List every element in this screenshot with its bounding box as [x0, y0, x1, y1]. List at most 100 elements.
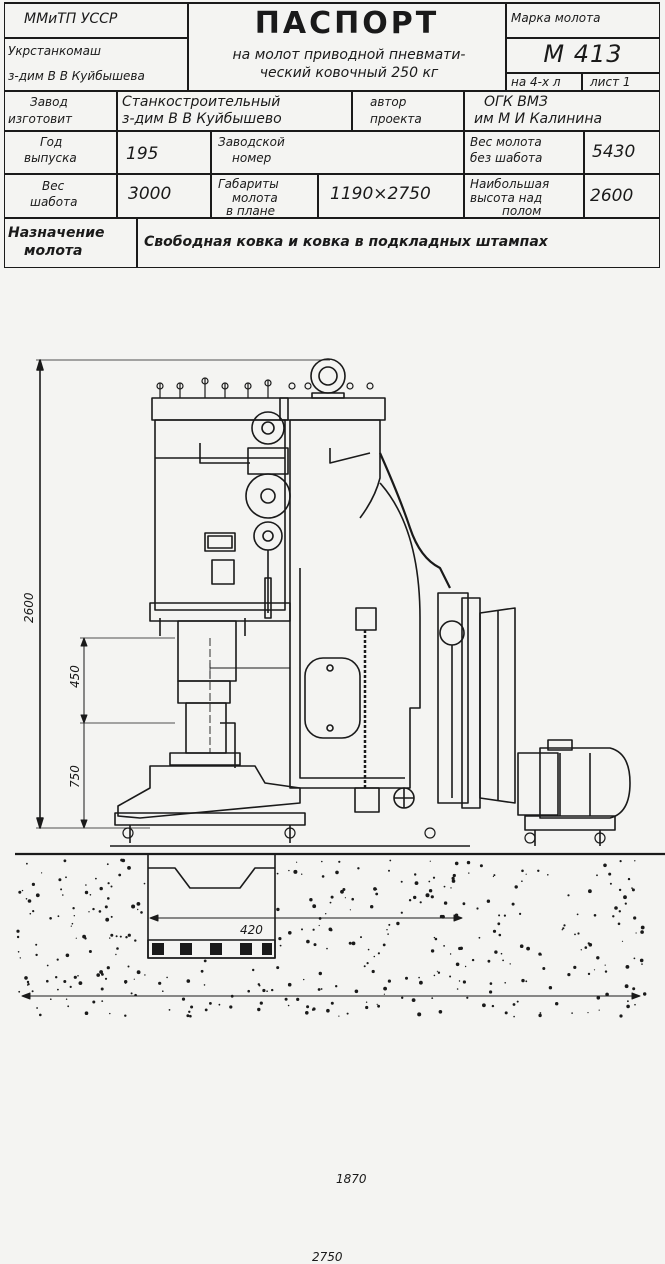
- concrete-speck: [189, 1014, 192, 1018]
- concrete-speck: [338, 1015, 340, 1017]
- control-valves: [199, 411, 371, 619]
- concrete-speck: [438, 1010, 443, 1014]
- concrete-speck: [449, 975, 452, 978]
- concrete-speck: [287, 1004, 290, 1007]
- concrete-speck: [344, 897, 346, 899]
- brand-label: Марка молота: [511, 11, 601, 25]
- concrete-speck: [405, 976, 408, 980]
- dim-label-2600: 2600: [22, 592, 36, 623]
- concrete-speck: [288, 869, 290, 872]
- concrete-speck: [301, 928, 303, 931]
- concrete-speck: [627, 1000, 629, 1003]
- concrete-speck: [608, 872, 612, 876]
- concrete-speck: [288, 931, 292, 935]
- concrete-speck: [489, 990, 493, 994]
- concrete-speck: [373, 955, 376, 958]
- concrete-speck: [367, 948, 370, 951]
- concrete-speck: [279, 944, 282, 947]
- concrete-speck: [116, 947, 119, 950]
- concrete-speck: [513, 1015, 515, 1018]
- concrete-speck: [354, 989, 359, 994]
- concrete-speck: [408, 899, 412, 902]
- concrete-speck: [18, 990, 21, 993]
- concrete-speck: [36, 1007, 38, 1009]
- concrete-speck: [158, 981, 162, 985]
- concrete-speck: [65, 876, 67, 879]
- concrete-speck: [542, 967, 546, 970]
- hammer-weight-label-2: без шабота: [470, 151, 543, 165]
- concrete-speck: [567, 973, 571, 977]
- concrete-speck: [498, 933, 502, 937]
- concrete-speck: [124, 1014, 127, 1017]
- concrete-speck: [16, 935, 20, 939]
- concrete-speck: [330, 895, 334, 899]
- concrete-speck: [63, 980, 67, 983]
- dimensions-label-3: в плане: [226, 204, 275, 218]
- electric-motor: [517, 739, 631, 846]
- concrete-speck: [18, 890, 22, 894]
- concrete-speck: [326, 1008, 330, 1013]
- concrete-speck: [425, 893, 430, 898]
- hammer-weight-label: Вес молота: [470, 135, 542, 149]
- concrete-speck: [377, 1004, 380, 1008]
- concrete-speck: [574, 933, 576, 936]
- maker-label-2: изготовит: [8, 112, 73, 126]
- concrete-speck: [634, 1003, 636, 1006]
- concrete-speck: [571, 1012, 573, 1014]
- concrete-speck: [418, 976, 420, 979]
- concrete-speck: [618, 888, 622, 892]
- concrete-speck: [311, 1008, 315, 1011]
- concrete-speck: [115, 935, 118, 938]
- concrete-speck: [454, 861, 459, 866]
- concrete-speck: [521, 880, 523, 882]
- concrete-speck: [321, 860, 323, 863]
- concrete-speck: [428, 889, 433, 893]
- sheet-number: лист 1: [590, 75, 631, 89]
- concrete-speck: [21, 889, 24, 892]
- concrete-speck: [99, 886, 103, 891]
- concrete-speck: [640, 925, 645, 930]
- concrete-speck: [84, 890, 89, 895]
- model-number: М 413: [543, 40, 623, 68]
- concrete-speck: [466, 996, 469, 999]
- concrete-speck: [640, 930, 644, 934]
- concrete-speck: [441, 914, 445, 919]
- concrete-speck: [389, 859, 392, 862]
- concrete-speck: [166, 976, 168, 979]
- concrete-speck: [318, 971, 322, 976]
- concrete-speck: [596, 996, 601, 1000]
- concrete-speck: [500, 952, 503, 955]
- concrete-speck: [432, 876, 436, 879]
- concrete-speck: [503, 914, 506, 917]
- concrete-speck: [25, 898, 28, 900]
- concrete-speck: [516, 1000, 519, 1003]
- concrete-speck: [70, 925, 72, 927]
- dimensions-label-2: молота: [232, 191, 278, 205]
- concrete-speck: [88, 911, 90, 913]
- concrete-speck: [39, 1013, 42, 1017]
- concrete-speck: [95, 877, 97, 880]
- concrete-speck: [284, 997, 288, 1001]
- concrete-speck: [504, 982, 507, 984]
- concrete-speck: [433, 974, 436, 977]
- concrete-speck: [131, 904, 136, 909]
- dimensions-label: Габариты: [218, 177, 279, 191]
- concrete-speck: [538, 952, 542, 956]
- hammer-frame: [289, 482, 421, 813]
- concrete-speck: [133, 978, 135, 980]
- concrete-speck: [296, 861, 298, 863]
- concrete-speck: [106, 966, 110, 970]
- concrete-speck: [588, 943, 593, 947]
- concrete-speck: [504, 1011, 508, 1015]
- trust-factory: з-дим В В Куйбышева: [8, 69, 145, 83]
- concrete-speck: [259, 1001, 263, 1005]
- concrete-speck: [271, 988, 274, 992]
- concrete-speck: [57, 988, 59, 991]
- concrete-speck: [127, 866, 131, 870]
- concrete-speck: [19, 957, 21, 959]
- year-value: 195: [126, 144, 159, 164]
- concrete-speck: [451, 876, 455, 881]
- concrete-speck: [335, 985, 338, 988]
- concrete-speck: [462, 980, 466, 984]
- concrete-speck: [567, 894, 570, 897]
